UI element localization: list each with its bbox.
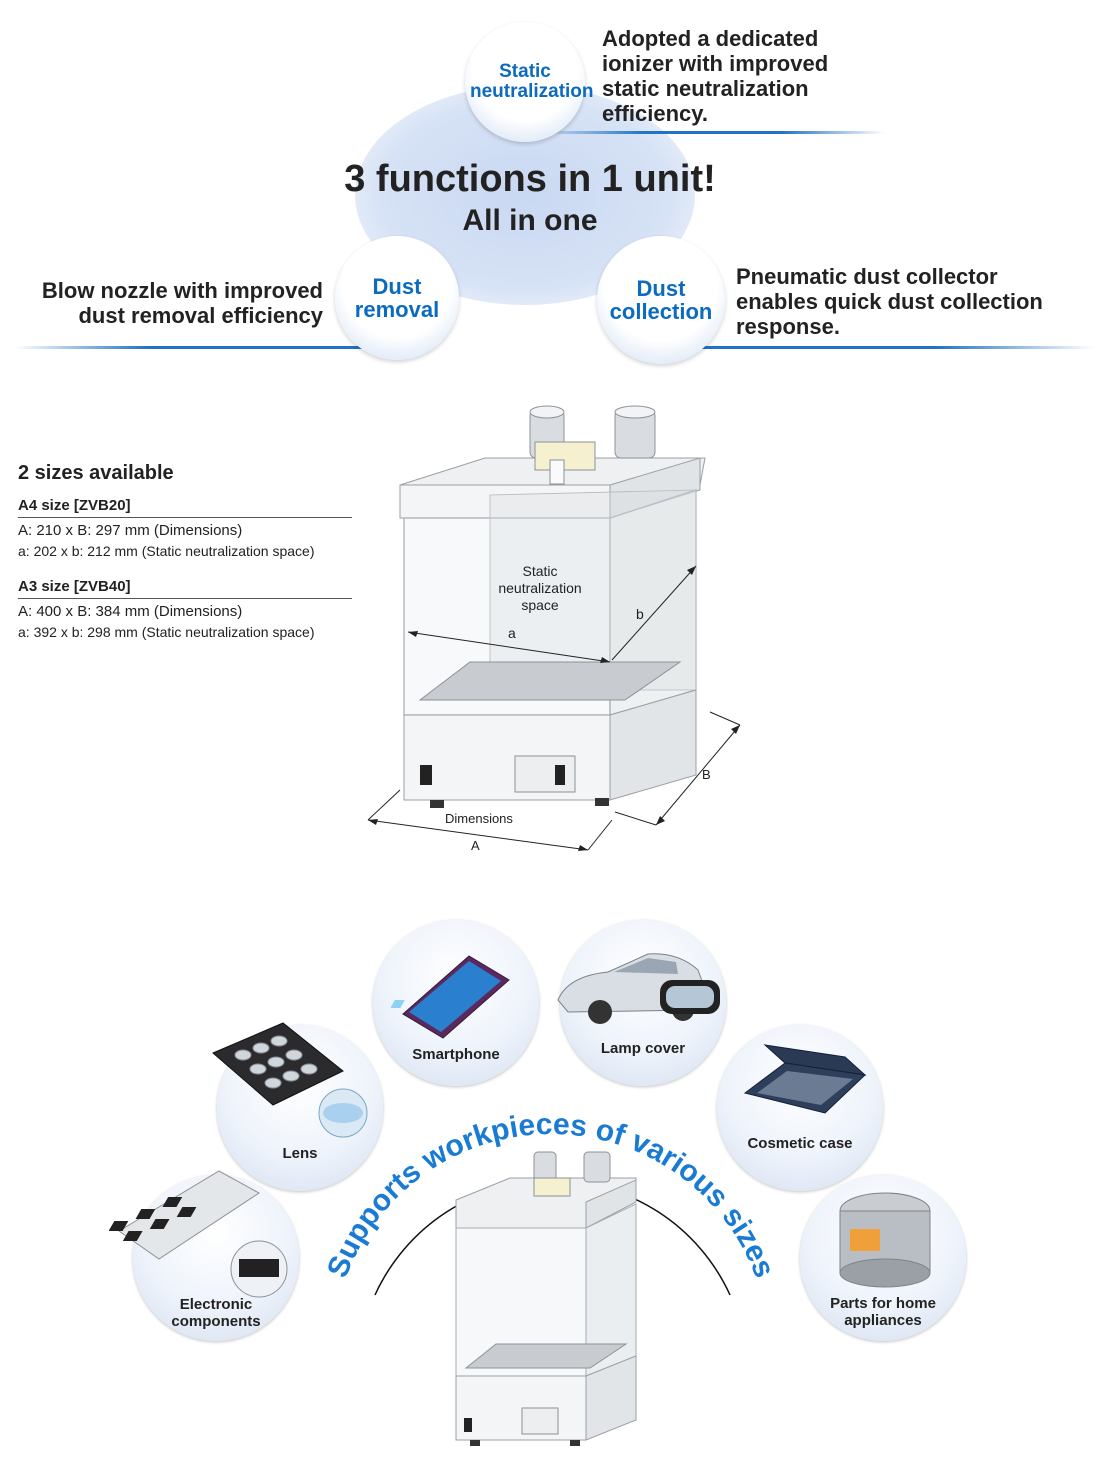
static-description: Adopted a dedicated ionizer with improve… [602, 26, 902, 126]
dim-label-dimensions: Dimensions [445, 811, 513, 826]
static-desc-line: ionizer with improved [602, 51, 829, 76]
dim-B-arrow [655, 724, 741, 826]
dust-removal-desc-line: Blow nozzle with improved [41, 278, 323, 303]
smartphone-icon [391, 955, 510, 1039]
size-dimensions: A: 400 x B: 384 mm (Dimensions) [18, 603, 243, 620]
workpiece-label: Lens [282, 1145, 318, 1162]
dim-a-arrow [407, 631, 611, 663]
divider-line-top [540, 131, 885, 134]
dust-collection-desc-line: response. [736, 314, 840, 339]
ionizer-block [534, 441, 596, 471]
dim-A-arrow [367, 819, 589, 851]
workpiece-electronic-components: Electronic components [109, 1170, 299, 1341]
car-icon [557, 953, 720, 1024]
dust-collection-desc-line: enables quick dust collection [736, 289, 1043, 314]
workpiece-home-appliances: Parts for home appliances [800, 1175, 966, 1341]
bubble-dust-collection-label: Dust collection [609, 275, 713, 324]
dust-removal-desc-line: dust removal efficiency [78, 303, 323, 328]
electronic-tray-icon [109, 1170, 288, 1298]
lens-tray-icon [212, 1022, 368, 1138]
divider-line-left [15, 346, 395, 349]
size-space: a: 392 x b: 298 mm (Static neutralizatio… [18, 624, 315, 640]
bubble-dust-collection: Dust collection [597, 236, 725, 364]
divider-line-right [640, 346, 1095, 349]
size-title: A4 size [ZVB20] [18, 497, 131, 514]
rice-cooker-icon [839, 1192, 931, 1288]
center-product [455, 1151, 637, 1446]
dim-b-arrow [611, 565, 697, 661]
hero-title: 3 functions in 1 unit! [344, 158, 716, 200]
space-label: Static neutralization space [498, 563, 582, 613]
workpiece-label: Parts for home appliances [830, 1295, 936, 1329]
dim-label-A: A [471, 838, 480, 853]
cabinet-base [403, 714, 611, 801]
workpiece-lamp-cover: Lamp cover [557, 920, 726, 1086]
cosmetic-case-icon [743, 1044, 867, 1114]
bubble-static-neutralization: Static neutralization [465, 22, 594, 142]
size-spec-a4: A4 size [ZVB20] A: 210 x B: 297 mm (Dime… [18, 497, 352, 561]
product-diagram [367, 405, 741, 851]
workpiece-smartphone: Smartphone [373, 920, 539, 1086]
sizes-heading: 2 sizes available [18, 462, 174, 484]
workpiece-label: Cosmetic case [747, 1135, 853, 1152]
dust-collection-desc-line: Pneumatic dust collector [736, 264, 998, 289]
static-desc-line: static neutralization [602, 76, 809, 101]
dim-label-a: a [508, 625, 516, 641]
power-switch [420, 765, 432, 785]
size-space: a: 202 x b: 212 mm (Static neutralizatio… [18, 543, 315, 559]
dust-removal-description: Blow nozzle with improved dust removal e… [20, 278, 323, 328]
workpiece-label: Smartphone [412, 1046, 500, 1063]
dim-label-B: B [702, 767, 711, 782]
control-panel [514, 755, 576, 793]
workpiece-cosmetic-case: Cosmetic case [717, 1025, 883, 1191]
dim-label-b: b [636, 606, 644, 622]
size-dimensions: A: 210 x B: 297 mm (Dimensions) [18, 522, 243, 539]
bubble-dust-removal: Dust removal [335, 236, 459, 360]
mesh-floor [418, 661, 682, 701]
size-title: A3 size [ZVB40] [18, 578, 131, 595]
workpiece-lens: Lens [212, 1022, 383, 1191]
bubble-dust-removal-label: Dust removal [354, 273, 440, 322]
workpiece-label: Lamp cover [600, 1040, 686, 1057]
dust-collection-description: Pneumatic dust collector enables quick d… [736, 264, 1096, 339]
size-spec-a3: A3 size [ZVB40] A: 400 x B: 384 mm (Dime… [18, 578, 352, 642]
static-desc-line: efficiency. [602, 101, 708, 126]
size-divider [18, 598, 352, 599]
static-desc-line: Adopted a dedicated [602, 26, 819, 51]
hero-subtitle: All in one [462, 204, 598, 237]
bubble-static-label: Static neutralization [470, 61, 594, 102]
workpiece-label: Electronic components [171, 1296, 261, 1330]
size-divider [18, 517, 352, 518]
